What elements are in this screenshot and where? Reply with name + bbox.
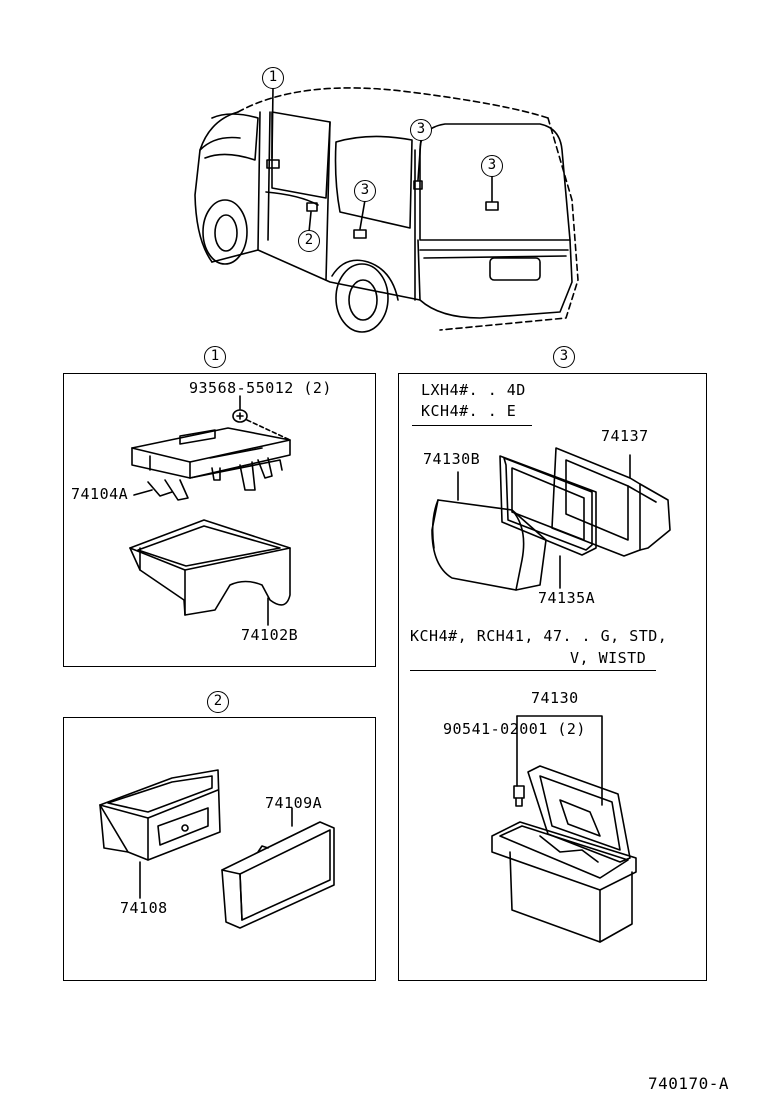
- part-74130B: 74130B: [423, 450, 481, 468]
- panel-3-frame: [398, 373, 707, 981]
- van-illustration: [194, 87, 579, 333]
- panel-1-callout: 1: [204, 346, 226, 368]
- part-74109A: 74109A: [265, 794, 323, 812]
- applicability-kch4-e: KCH4#. . E: [421, 402, 517, 420]
- callout-2-van: 2: [298, 230, 320, 252]
- part-74102B: 74102B: [241, 626, 299, 644]
- panel-1-parts: [129, 395, 291, 626]
- part-93568-55012: 93568-55012 (2): [189, 379, 332, 397]
- part-90541-02001: 90541-02001 (2): [443, 720, 586, 738]
- panel-3-top-parts: [431, 447, 671, 591]
- panel-2-frame: [63, 717, 376, 981]
- applicability-underline-top: [412, 425, 532, 426]
- callout-1-van: 1: [262, 67, 284, 89]
- callout-3-van-middle: 3: [354, 180, 376, 202]
- applicability-kch4-rch41: KCH4#, RCH41, 47. . G, STD,: [410, 627, 668, 645]
- applicability-underline-bottom: [410, 670, 656, 671]
- part-74137: 74137: [601, 427, 649, 445]
- callout-3-van-side-rear: 3: [410, 119, 432, 141]
- part-74130: 74130: [531, 689, 579, 707]
- panel-1-frame: [63, 373, 376, 667]
- panel-2-parts: [99, 769, 335, 929]
- callout-3-van-hatch: 3: [481, 155, 503, 177]
- diagram-code: 740170-A: [648, 1074, 730, 1093]
- part-74104A: 74104A: [71, 485, 129, 503]
- panel-3-callout: 3: [553, 346, 575, 368]
- applicability-lxh4-4d: LXH4#. . 4D: [421, 381, 526, 399]
- panel-2-callout: 2: [207, 691, 229, 713]
- part-74135A: 74135A: [538, 589, 596, 607]
- applicability-v-wistd: V, WISTD: [570, 649, 647, 667]
- panel-3-bottom-parts: [491, 715, 637, 943]
- part-74108: 74108: [120, 899, 168, 917]
